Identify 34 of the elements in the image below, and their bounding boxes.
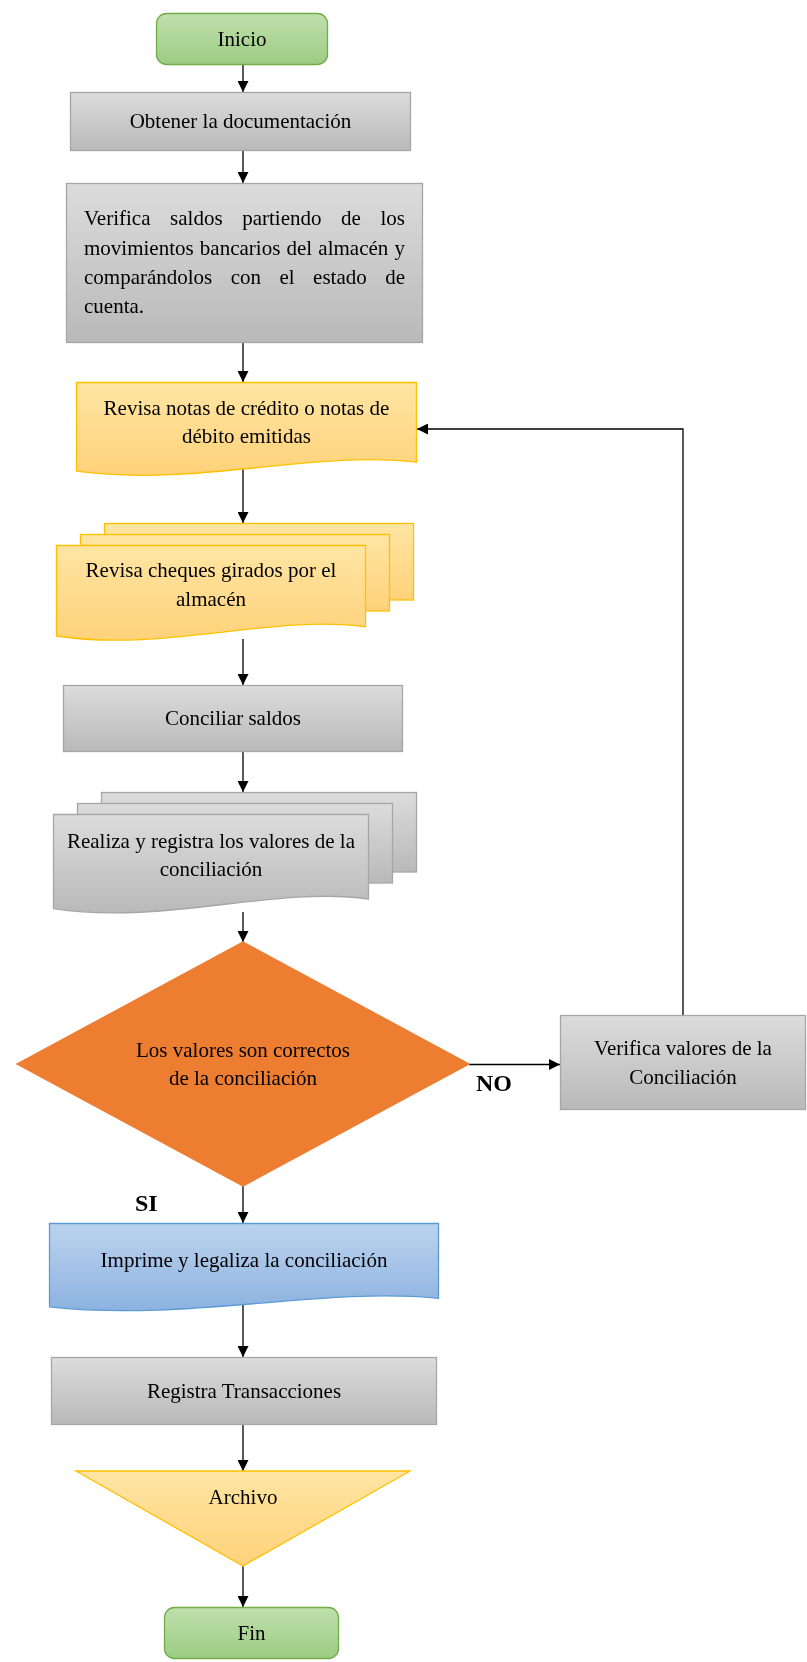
node-label: Obtener la documentación [129, 108, 352, 136]
arrow [237, 150, 249, 184]
process-box [66, 183, 423, 343]
arrow [237, 1185, 249, 1224]
node-label: Archivo [208, 1483, 278, 1511]
node-label: Revisa cheques girados por el almacén [84, 557, 338, 613]
arrow [237, 911, 249, 943]
process-box [51, 1357, 437, 1425]
arrow [237, 1303, 249, 1358]
end-terminal [164, 1607, 339, 1659]
node-label: Registra Transacciones [146, 1377, 342, 1405]
node-label: Realiza y registra los valores de la conciliación [65, 828, 357, 884]
node-label: Revisa notas de crédito o notas de débito emitidas [102, 394, 391, 450]
node-label: Fin [237, 1619, 266, 1647]
start-terminal [156, 13, 328, 65]
node-label: Verifica saldos partiendo de los movimientos bancarios del almacén y comparándolos con el estado de cuenta. [83, 205, 406, 321]
decision-diamond [17, 942, 469, 1186]
node-label: Los valores son correctos de la conciliación [135, 1036, 351, 1092]
arrow [237, 342, 249, 383]
arrow [237, 1424, 249, 1472]
process-box [560, 1015, 806, 1110]
merge-triangle [76, 1471, 410, 1566]
node-label: Conciliar saldos [165, 705, 301, 733]
node-label: Verifica valores de la Conciliación [593, 1035, 773, 1091]
process-box [70, 92, 411, 151]
arrow [416, 423, 684, 1016]
arrow [468, 1059, 561, 1070]
node-label: Inicio [217, 25, 267, 53]
arrow [237, 64, 249, 93]
node-label: Imprime y legaliza la conciliación [100, 1247, 388, 1275]
arrow [237, 638, 249, 686]
arrow [237, 467, 249, 524]
arrow [237, 751, 249, 793]
process-box [63, 685, 403, 752]
